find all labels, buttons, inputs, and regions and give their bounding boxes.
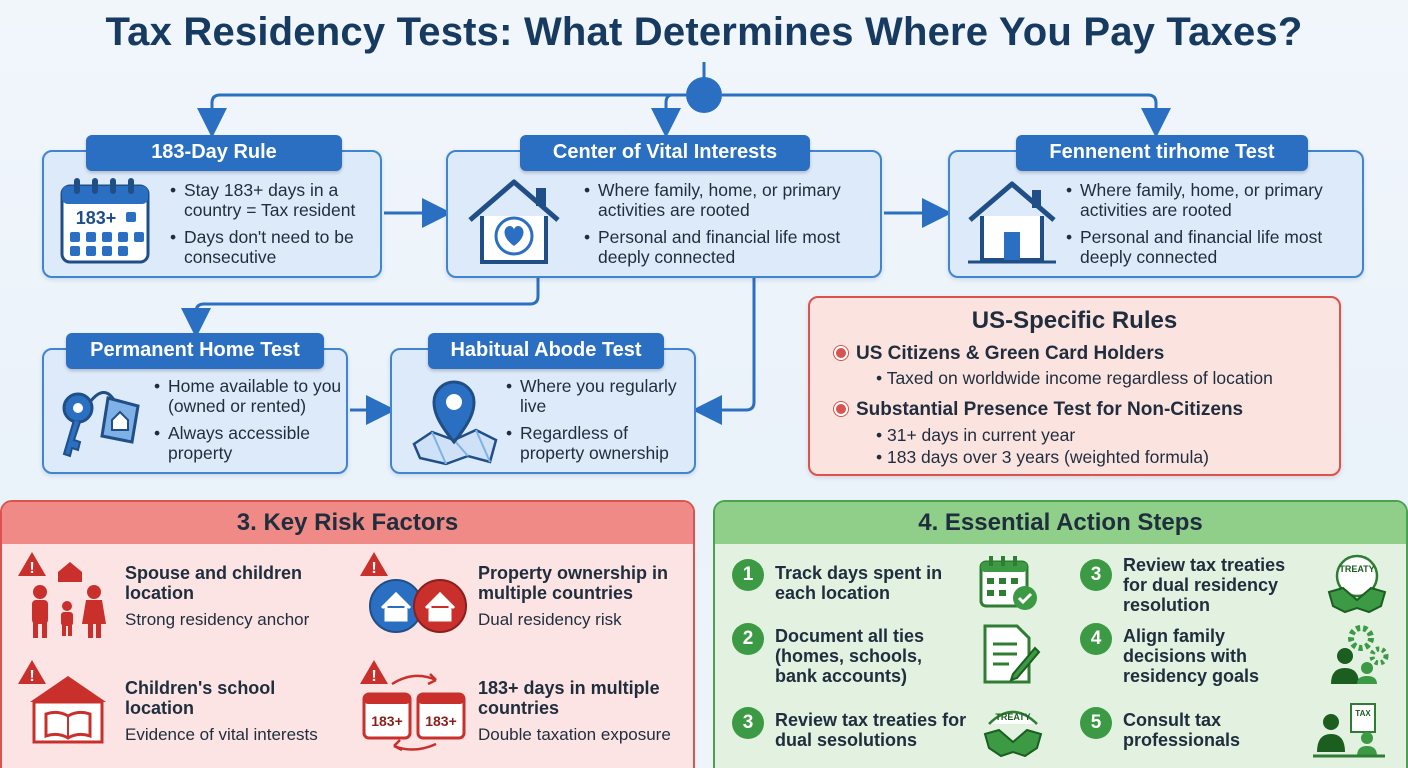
test-card-title: Permanent Home Test [66,333,324,369]
test-bullet: Home available to you (owned or rented) [154,376,346,416]
map-pin-icon [412,380,498,466]
page-title: Tax Residency Tests: What Determines Whe… [105,10,1303,54]
svg-text:!: ! [371,668,376,685]
calendar-icon-label: 183+ [425,713,457,729]
us-rule: Substantial Presence Test for Non-Citize… [834,399,1243,421]
test-bullets: Stay 183+ days in a country = Tax reside… [170,180,378,274]
calendars-icon: ! 183+ 183+ [360,660,466,752]
risk-item-desc: Strong residency anchor [125,610,310,629]
step-number: 4 [1080,623,1112,655]
step-text: Review tax treaties for dual sesolutions [775,710,967,750]
calendar-icon-label: 183+ [76,208,117,228]
step-number: 3 [732,707,764,739]
family-icon: ! [18,552,106,638]
test-card-habitual-abode: Habitual Abode Test Where you regularly … [390,333,696,474]
risk-item-title: Spouse and children location [125,563,303,603]
test-card-title: Center of Vital Interests [520,135,810,171]
us-rule: US Citizens & Green Card Holders [834,343,1164,365]
test-card-fennenent-home: Fennenent tirhome Test Where family, hom… [948,135,1364,278]
step-text: Document all ties (homes, schools, bank … [775,626,925,686]
svg-text:!: ! [371,560,376,577]
test-bullet: Where family, home, or primary activitie… [584,180,874,220]
action-steps-title: 4. Essential Action Steps [715,502,1406,544]
test-card-vital-interests: Center of Vital Interests Where family, … [446,135,882,278]
us-rules-box: US-Specific Rules US Citizens & Green Ca… [808,296,1341,476]
risk-item-desc: Dual residency risk [478,610,622,629]
us-rule-label: Substantial Presence Test for Non-Citize… [856,399,1244,420]
test-bullet: Personal and financial life most deeply … [1066,227,1358,267]
school-icon: ! [18,660,106,744]
tax-label: TAX [1355,709,1371,718]
calendar-icon-label: 183+ [371,713,403,729]
two-houses-icon: ! [360,552,467,633]
bullet-dot-icon [834,346,848,360]
step-number: 1 [732,559,764,591]
step-text: Consult tax professionals [1123,710,1241,750]
risk-factors-title: 3. Key Risk Factors [2,502,693,544]
house-heart-icon [468,179,560,264]
us-rule-detail-text: Taxed on worldwide income regardless of … [886,368,1273,388]
treaty-handshake-icon: TREATY [983,710,1043,758]
test-bullet: Personal and financial life most deeply … [584,227,874,267]
test-card-title: Habitual Abode Test [428,333,664,369]
test-card-day-rule: 183-Day Rule 183+ Stay 183+ days in a co… [42,135,382,278]
svg-text:!: ! [29,668,34,685]
test-bullet: Where you regularly live [506,376,694,416]
test-bullet: Regardless of property ownership [506,423,694,463]
us-rule-detail: • 183 days over 3 years (weighted formul… [876,447,1209,467]
treaty-handshake-icon: TREATY [1327,554,1387,614]
risk-item-title: 183+ days in multiple countries [478,678,660,718]
us-rule-detail: • Taxed on worldwide income regardless o… [876,368,1273,388]
risk-item-title: Children's school location [125,678,276,718]
step-text: Review tax treaties for dual residency r… [1123,555,1286,615]
step-number: 5 [1080,707,1112,739]
test-bullet: Always accessible property [154,423,346,463]
step-number: 3 [1080,559,1112,591]
risk-factors-section: 3. Key Risk Factors ! Spouse and childre… [0,500,695,768]
us-rule-detail: • 31+ days in current year [876,425,1076,445]
test-bullets: Where family, home, or primary activitie… [1066,180,1358,274]
risk-item-desc: Evidence of vital interests [125,725,318,744]
step-text: Align family decisions with residency go… [1123,626,1260,686]
action-steps-section: 4. Essential Action Steps 1 Track days s… [713,500,1408,768]
document-pen-icon [983,624,1041,684]
bullet-dot-icon [834,402,848,416]
risk-item-title: Property ownership in multiple countries [478,563,669,603]
step-number: 2 [732,623,764,655]
treaty-label: TREATY [995,712,1030,722]
test-bullet: Stay 183+ days in a country = Tax reside… [170,180,378,220]
us-rule-label: US Citizens & Green Card Holders [856,343,1165,364]
calendar-check-icon [979,556,1037,610]
tax-professional-icon: TAX [1313,703,1385,758]
risk-item-desc: Double taxation exposure [478,725,671,744]
step-text: Track days spent in each location [775,563,943,603]
keys-icon [62,391,140,458]
test-bullets: Where family, home, or primary activitie… [584,180,874,274]
test-card-title: Fennenent tirhome Test [1016,135,1308,171]
us-rules-title: US-Specific Rules [971,307,1178,334]
house-icon [968,181,1056,264]
family-gears-icon [1331,625,1389,684]
test-card-permanent-home: Permanent Home Test Home available to yo… [42,333,348,474]
test-bullets: Where you regularly live Regardless of p… [506,376,694,470]
test-bullet: Days don't need to be consecutive [170,227,378,267]
svg-text:!: ! [29,560,34,577]
calendar-icon: 183+ [60,178,150,264]
treaty-label: TREATY [1339,564,1374,574]
test-card-title: 183-Day Rule [86,135,342,171]
us-rule-detail-text: 183 days over 3 years (weighted formula) [887,447,1209,467]
test-bullet: Where family, home, or primary activitie… [1066,180,1358,220]
test-bullets: Home available to you (owned or rented) … [154,376,346,470]
us-rule-detail-text: 31+ days in current year [887,425,1076,445]
